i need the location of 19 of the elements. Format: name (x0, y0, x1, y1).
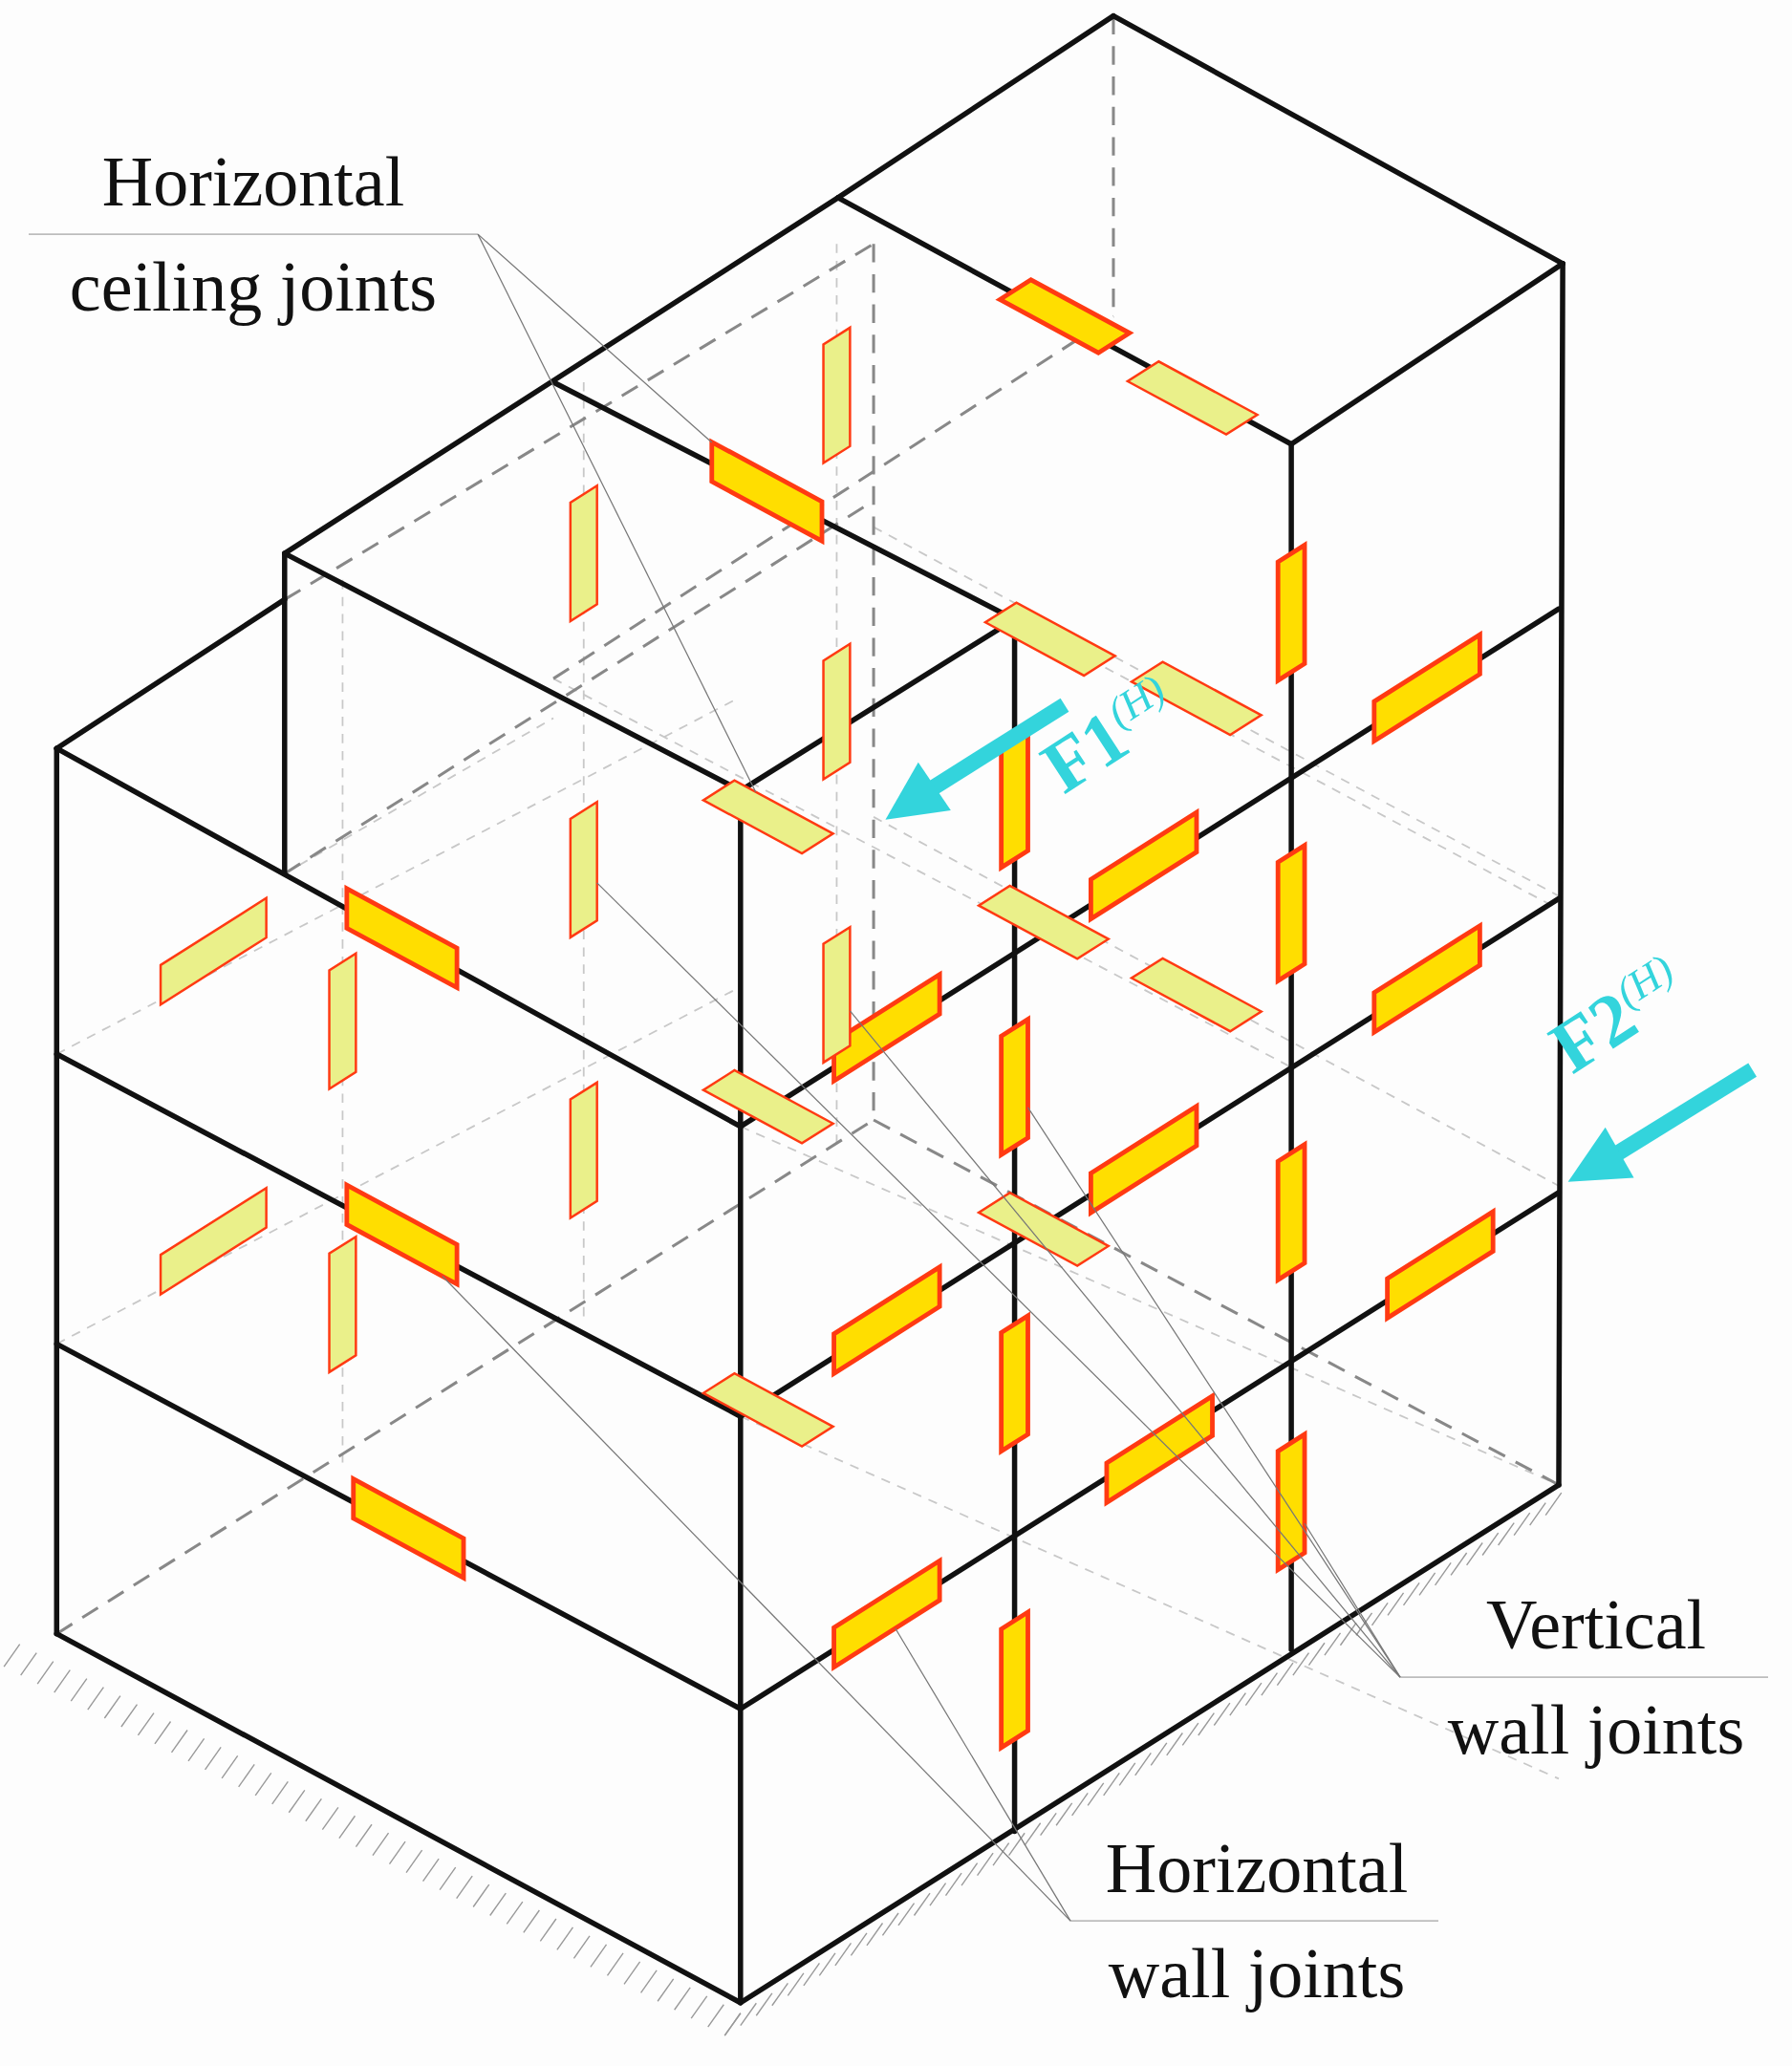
joint-plate (569, 799, 598, 940)
leader-line (1026, 1107, 1401, 1678)
joint-plate (344, 1181, 460, 1288)
callout-label: Horizontal wall joints (1061, 1816, 1453, 2026)
leader-line (442, 1275, 1071, 1922)
joint-plate (701, 779, 836, 855)
joint-plate (831, 1556, 942, 1672)
leader-line (849, 1010, 1401, 1678)
callout-label: Vertical wall joints (1429, 1572, 1763, 1782)
joint-plate (999, 1015, 1030, 1159)
joint-plate (822, 924, 852, 1065)
leader-line (596, 882, 1401, 1678)
joint-plate (709, 438, 825, 546)
leader-line (1304, 1522, 1401, 1678)
leader-line (477, 233, 713, 443)
leader-line (895, 1627, 1071, 1922)
joint-plate (1275, 1430, 1307, 1575)
callout-label: Horizontal ceiling joints (29, 129, 478, 339)
leader-line (477, 233, 757, 793)
